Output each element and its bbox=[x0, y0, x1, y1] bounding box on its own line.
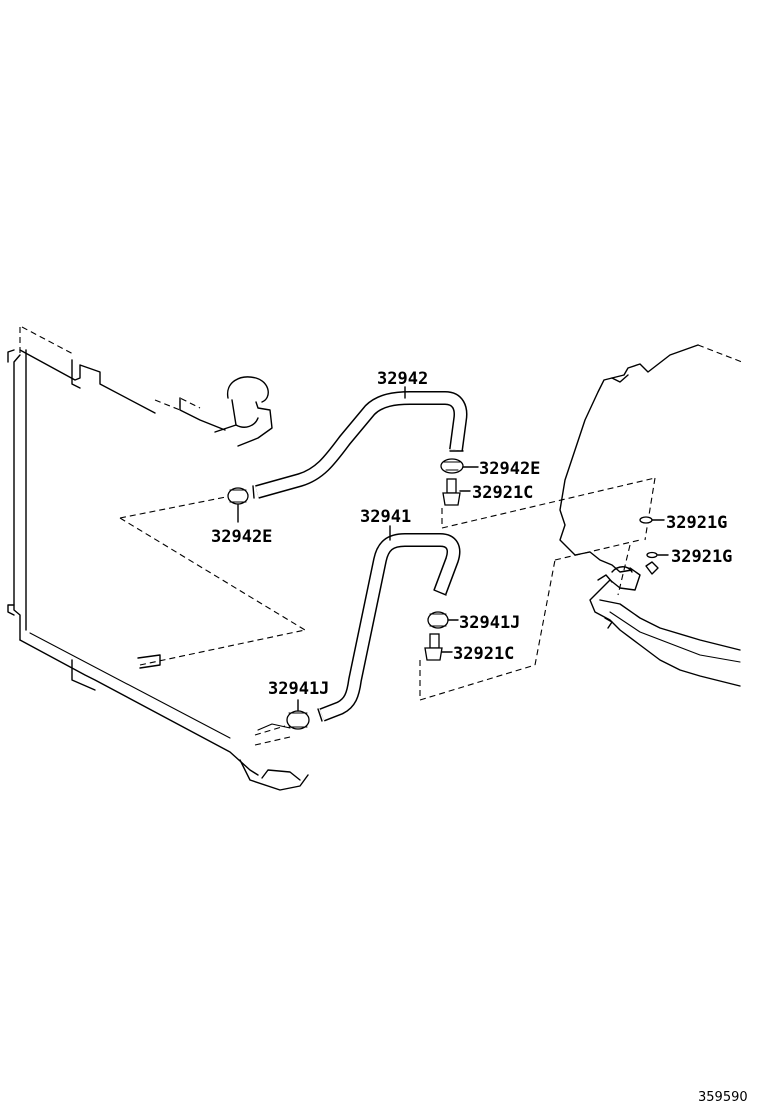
union-32921c-upper bbox=[442, 478, 471, 506]
label-hose-upper: 32942 bbox=[377, 369, 428, 389]
clamp-32942e-left bbox=[227, 487, 249, 523]
label-gasket-upper: 32921G bbox=[666, 513, 727, 533]
clamp-32941j-right bbox=[427, 611, 459, 629]
gasket-32921g-lower bbox=[646, 551, 669, 559]
label-union-lower: 32921C bbox=[453, 644, 514, 664]
label-clamp-upper-left: 32942E bbox=[211, 527, 272, 547]
label-clamp-lower-left: 32941J bbox=[268, 679, 329, 699]
label-clamp-upper-right: 32942E bbox=[479, 459, 540, 479]
label-clamp-lower-right: 32941J bbox=[459, 613, 520, 633]
transmission-outline bbox=[559, 344, 743, 687]
hose-32942 bbox=[252, 391, 468, 499]
clamp-32942e-right bbox=[440, 458, 479, 474]
clamp-32941j-left bbox=[286, 699, 310, 730]
radiator-outline bbox=[7, 326, 309, 791]
hose-32941 bbox=[317, 533, 461, 722]
guide-lines bbox=[419, 477, 656, 701]
label-hose-lower: 32941 bbox=[360, 507, 411, 527]
label-gasket-lower: 32921G bbox=[671, 547, 732, 567]
union-32921c-lower bbox=[424, 633, 453, 661]
gasket-32921g-upper bbox=[639, 516, 665, 524]
diagram-reference-number: 359590 bbox=[698, 1090, 748, 1105]
label-union-upper: 32921C bbox=[472, 483, 533, 503]
